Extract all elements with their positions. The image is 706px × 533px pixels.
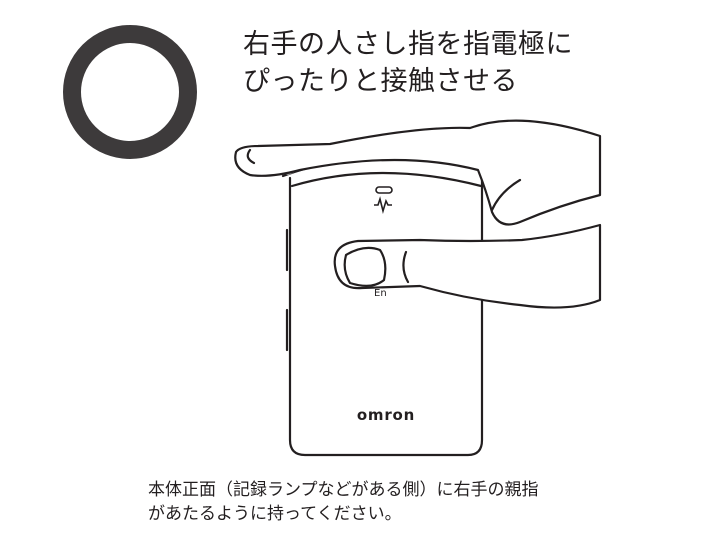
caption-line-1: 本体正面（記録ランプなどがある側）に右手の親指 — [148, 480, 539, 500]
caption-text: 本体正面（記録ランプなどがある側）に右手の親指 があたるように持ってください。 — [148, 478, 539, 526]
record-lamp-icon — [374, 186, 393, 215]
instruction-line-1: 右手の人さし指を指電極に — [243, 29, 573, 60]
instruction-line-2: ぴったりと接触させる — [243, 66, 518, 97]
caption-line-2: があたるように持ってください。 — [148, 504, 402, 524]
instruction-text: 右手の人さし指を指電極に ぴったりと接触させる — [243, 26, 573, 100]
right-hand — [234, 119, 602, 309]
device-bottom-label: En — [374, 288, 387, 299]
device-brand-logo: omron — [357, 406, 415, 424]
